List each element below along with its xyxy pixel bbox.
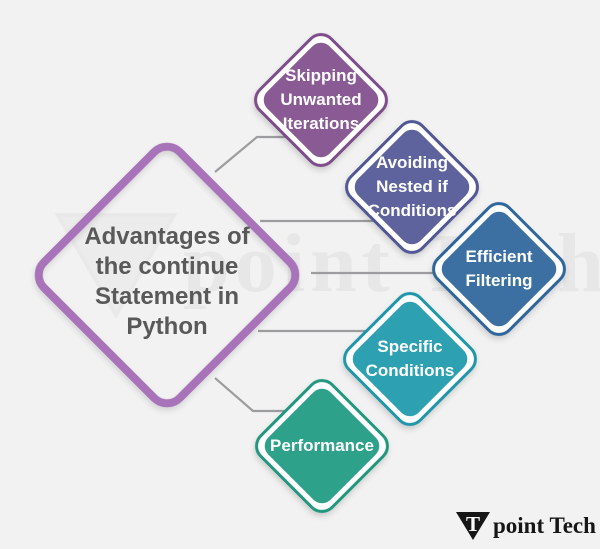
main-diamond-label: Advantages of the continue Statement in … bbox=[84, 223, 250, 340]
diamond-label: Avoiding Nested if Conditions bbox=[367, 153, 457, 220]
connector-line bbox=[214, 135, 292, 173]
diamond-label: Efficient Filtering bbox=[465, 247, 533, 290]
connector-line bbox=[214, 377, 291, 413]
logo-text: point Tech bbox=[493, 513, 596, 538]
diamond-label: Performance bbox=[270, 436, 374, 455]
svg-text:T: T bbox=[466, 512, 480, 536]
tpoint-tech-logo: T point Tech bbox=[455, 511, 596, 541]
diamond-label: Skipping Unwanted Iterations bbox=[280, 66, 362, 133]
logo-triangle-icon: T bbox=[456, 512, 490, 540]
diamond-label: Specific Conditions bbox=[365, 337, 455, 380]
